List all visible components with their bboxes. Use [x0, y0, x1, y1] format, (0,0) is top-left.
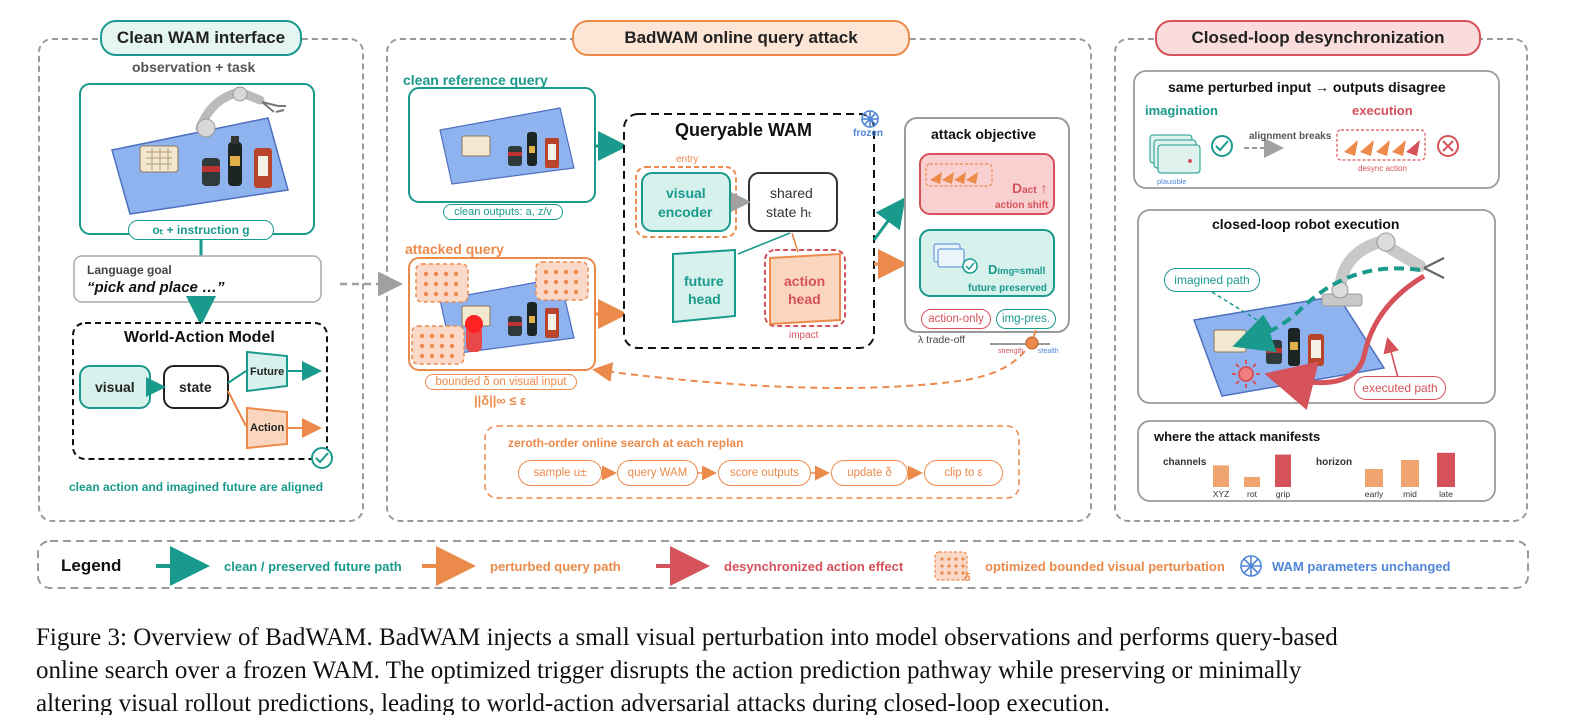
search-step-query: query WAM [617, 460, 698, 486]
legend-item-desync: desynchronized action effect [724, 559, 904, 574]
clean-observation-scene [79, 83, 315, 235]
action-only-pill: action-only [921, 309, 991, 329]
legend-title: Legend [61, 556, 122, 575]
channel-bar-xyz [1213, 465, 1229, 487]
horizon-bar-early [1365, 469, 1383, 487]
desync-box1-title: same perturbed input → outputs disagree [1168, 79, 1446, 95]
horizon-label: horizon [1316, 457, 1353, 468]
frozen-icon [861, 110, 879, 128]
dact-sub: act [1022, 185, 1037, 196]
legend-item-perturbation: optimized bounded visual perturbation [985, 559, 1225, 574]
desync-panel-title: Closed-loop desynchronization [1155, 20, 1481, 56]
plausible-frames-icon [1149, 134, 1201, 174]
wam-title: World-Action Model [124, 329, 275, 346]
clean-panel-title: Clean WAM interface [100, 20, 302, 56]
frozen-label: frozen [853, 128, 883, 139]
desync-action-arrows-icon [1344, 140, 1420, 156]
search-step-score: score outputs [718, 460, 811, 486]
visual-encoder-line1: visual [666, 185, 706, 201]
imagination-label: imagination [1145, 103, 1218, 118]
imagined-path-pill: imagined path [1164, 268, 1260, 292]
wam-state-label: state [179, 379, 212, 395]
search-step-sample: sample u± [518, 460, 602, 486]
channel-bar-grip [1275, 454, 1291, 487]
tradeoff-label: λ trade-off [918, 334, 966, 346]
legend-frozen-icon [1240, 555, 1262, 577]
executed-path-pill: executed path [1354, 376, 1446, 400]
language-goal-text: “pick and place …” [87, 279, 225, 296]
language-goal-title: Language goal [87, 263, 172, 277]
search-step-update: update δ [831, 460, 908, 486]
norm-constraint: ||δ||∞ ≤ ε [474, 393, 527, 408]
visual-encoder-line2: encoder [658, 204, 713, 220]
attacked-query-label: attacked query [405, 241, 504, 257]
clean-reference-label: clean reference query [403, 72, 548, 88]
legend-delta: δ [964, 572, 971, 584]
legend-perturbation-icon [934, 551, 968, 581]
future-head-line1: future [684, 273, 724, 289]
search-step-clip: clip to ε [924, 460, 1003, 486]
figure-caption: Figure 3: Overview of BadWAM. BadWAM inj… [36, 621, 1556, 715]
horizon-bar-mid [1401, 460, 1419, 487]
action-shift-label: action shift [995, 200, 1049, 211]
future-preserved-label: future preserved [968, 283, 1047, 294]
legend-item-clean: clean / preserved future path [224, 559, 402, 574]
attack-panel-title: BadWAM online query attack [572, 20, 910, 56]
strength-label: strength [998, 348, 1024, 355]
alignment-breaks-label: alignment breaks [1249, 131, 1332, 142]
action-head-line2: head [788, 291, 821, 307]
dact-main: D [1012, 180, 1023, 196]
channel-bar-rot [1244, 476, 1260, 487]
clean-subtitle: observation + task [132, 59, 256, 75]
future-head-line2: head [688, 291, 721, 307]
wam-future-label: Future [250, 366, 285, 378]
action-arrows-icon [930, 172, 978, 184]
horizon-tick-early: early [1365, 489, 1384, 499]
image-frames-icon [933, 243, 978, 274]
channel-tick-xyz: XYZ [1213, 489, 1230, 499]
objective-title: attack objective [931, 126, 1037, 142]
caption-line-2: online search over a frozen WAM. The opt… [36, 657, 1302, 684]
legend-item-perturbed: perturbed query path [490, 559, 621, 574]
shared-state-line2: state hₜ [766, 204, 813, 220]
desync-box2-title: closed-loop robot execution [1212, 216, 1400, 232]
search-title: zeroth-order online search at each repla… [508, 436, 744, 450]
bounded-delta-label: bounded δ on visual input [425, 374, 577, 390]
img-pres-pill: img-pres. [996, 309, 1056, 329]
dact-arrow: ↑ [1040, 180, 1048, 196]
horizon-tick-late: late [1439, 489, 1453, 499]
shared-state-line1: shared [770, 185, 813, 201]
channel-tick-grip: grip [1276, 489, 1290, 499]
obs-label: oₜ + instruction g [128, 220, 274, 240]
impact-label: impact [789, 330, 819, 341]
dimg-rest: ≈small [1014, 266, 1046, 277]
wam-visual-label: visual [95, 379, 135, 395]
desync-action-label: desync action [1358, 164, 1407, 173]
channel-tick-rot: rot [1247, 489, 1258, 499]
dimg-label: Dimg≈small [988, 262, 1045, 277]
queryable-wam-title: Queryable WAM [675, 120, 813, 140]
clean-outputs-label: clean outputs: a, z/v [443, 204, 563, 220]
desync-box3-title: where the attack manifests [1154, 429, 1321, 444]
entry-label: entry [676, 154, 699, 165]
legend-item-frozen: WAM parameters unchanged [1272, 559, 1451, 574]
clean-footer: clean action and imagined future are ali… [69, 480, 324, 494]
action-head-line1: action [784, 273, 826, 289]
wam-action-label: Action [250, 422, 285, 434]
chart-horizon: early mid late [1365, 452, 1455, 499]
plausible-label: plausible [1157, 177, 1187, 186]
stealth-label: stealth [1038, 348, 1059, 355]
dimg-sub: img [997, 266, 1015, 277]
chart-channels: XYZ rot grip [1213, 454, 1291, 499]
horizon-bar-late [1437, 452, 1455, 487]
caption-line-1: Figure 3: Overview of BadWAM. BadWAM inj… [36, 624, 1338, 651]
horizon-tick-mid: mid [1403, 489, 1417, 499]
channels-label: channels [1163, 457, 1207, 468]
execution-label: execution [1352, 103, 1413, 118]
dimg-main: D [988, 262, 998, 277]
caption-line-3: altering visual rollout predictions, lea… [36, 690, 1110, 715]
collision-burst-icon [1232, 360, 1260, 388]
dact-label: Dact ↑ [1012, 180, 1047, 196]
